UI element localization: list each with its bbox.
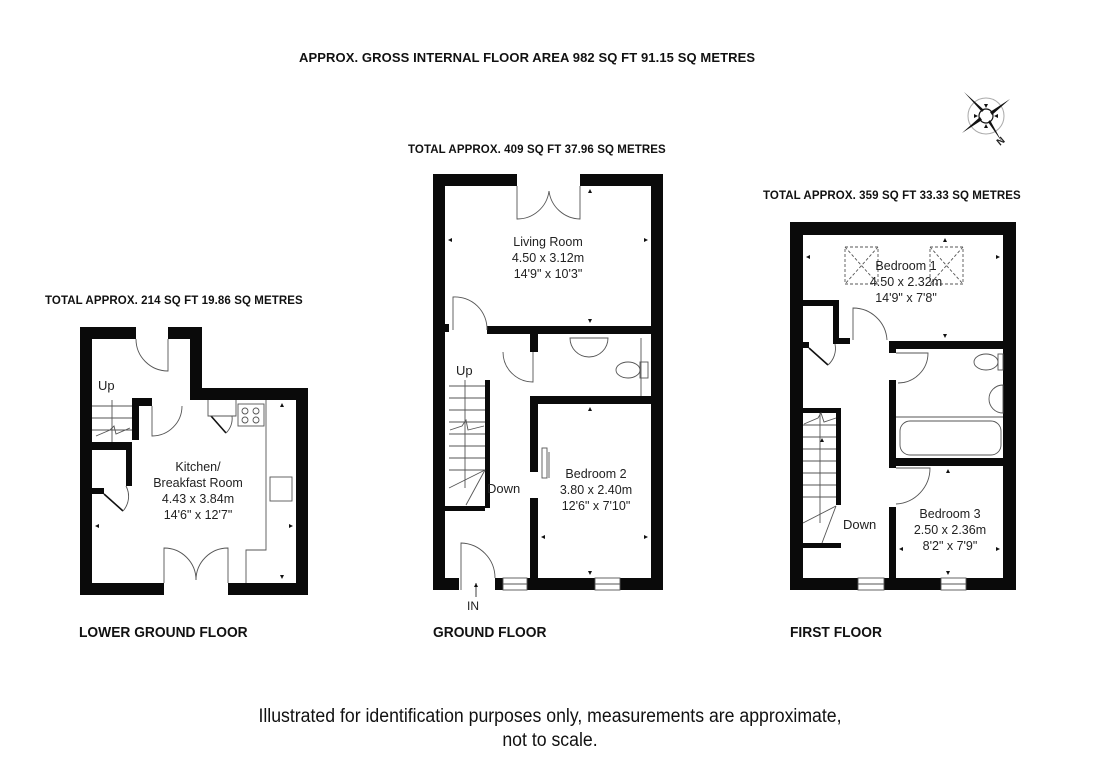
- lower-ground-stairs-label: Up: [98, 378, 115, 393]
- bedroom-1-imperial: 14'9" x 7'8": [875, 291, 937, 305]
- bedroom-3-imperial: 8'2" x 7'9": [923, 539, 978, 553]
- ground-floor-total: TOTAL APPROX. 409 SQ FT 37.96 SQ METRES: [408, 144, 666, 156]
- bedroom-3-metric: 2.50 x 2.36m: [914, 523, 986, 537]
- living-room-name: Living Room: [513, 235, 582, 249]
- bedroom-2-metric: 3.80 x 2.40m: [560, 483, 632, 497]
- ground-stairs-up-label: Up: [456, 363, 473, 378]
- disclaimer-line-2: not to scale.: [502, 730, 598, 751]
- entrance-label: IN: [467, 599, 479, 613]
- compass-north-label: N: [995, 135, 1008, 148]
- kitchen-name: Kitchen/: [175, 460, 221, 474]
- lower-ground-dimension-markers: [95, 403, 293, 579]
- ground-stairs-down-label: Down: [487, 481, 520, 496]
- ground-floor-title: GROUND FLOOR: [433, 624, 547, 641]
- living-room-imperial: 14'9" x 10'3": [514, 267, 583, 281]
- gross-area-header: APPROX. GROSS INTERNAL FLOOR AREA 982 SQ…: [299, 50, 756, 65]
- living-room-metric: 4.50 x 3.12m: [512, 251, 584, 265]
- bedroom-2-imperial: 12'6" x 7'10": [562, 499, 631, 513]
- disclaimer-line-1: Illustrated for identification purposes …: [258, 706, 842, 727]
- first-stairs-down-label: Down: [843, 517, 876, 532]
- kitchen-metric: 4.43 x 3.84m: [162, 492, 234, 506]
- bedroom-1-name: Bedroom 1: [875, 259, 936, 273]
- compass-rose-icon: N: [962, 92, 1010, 148]
- bedroom-2-name: Bedroom 2: [565, 467, 626, 481]
- kitchen-imperial: 14'6" x 12'7": [164, 508, 233, 522]
- ground-floor-fixtures: [448, 186, 649, 591]
- ground-floor-dimension-markers: [448, 189, 648, 597]
- lower-ground-floor-total: TOTAL APPROX. 214 SQ FT 19.86 SQ METRES: [45, 295, 303, 307]
- disclaimer: Illustrated for identification purposes …: [39, 705, 1062, 753]
- kitchen-name-line2: Breakfast Room: [153, 476, 243, 490]
- bedroom-1-metric: 4.50 x 2.32m: [870, 275, 942, 289]
- first-floor-title: FIRST FLOOR: [790, 624, 882, 641]
- ground-floor-plan: [433, 174, 663, 590]
- bedroom-3-name: Bedroom 3: [919, 507, 980, 521]
- first-floor-fixtures: [802, 246, 1004, 591]
- lower-ground-floor-plan: [80, 327, 308, 595]
- first-floor-dimension-markers: [806, 238, 1000, 575]
- lower-ground-fixtures: [92, 338, 293, 583]
- first-floor-total: TOTAL APPROX. 359 SQ FT 33.33 SQ METRES: [763, 190, 1021, 202]
- first-floor-plan: [790, 222, 1016, 590]
- lower-ground-floor-title: LOWER GROUND FLOOR: [79, 624, 248, 641]
